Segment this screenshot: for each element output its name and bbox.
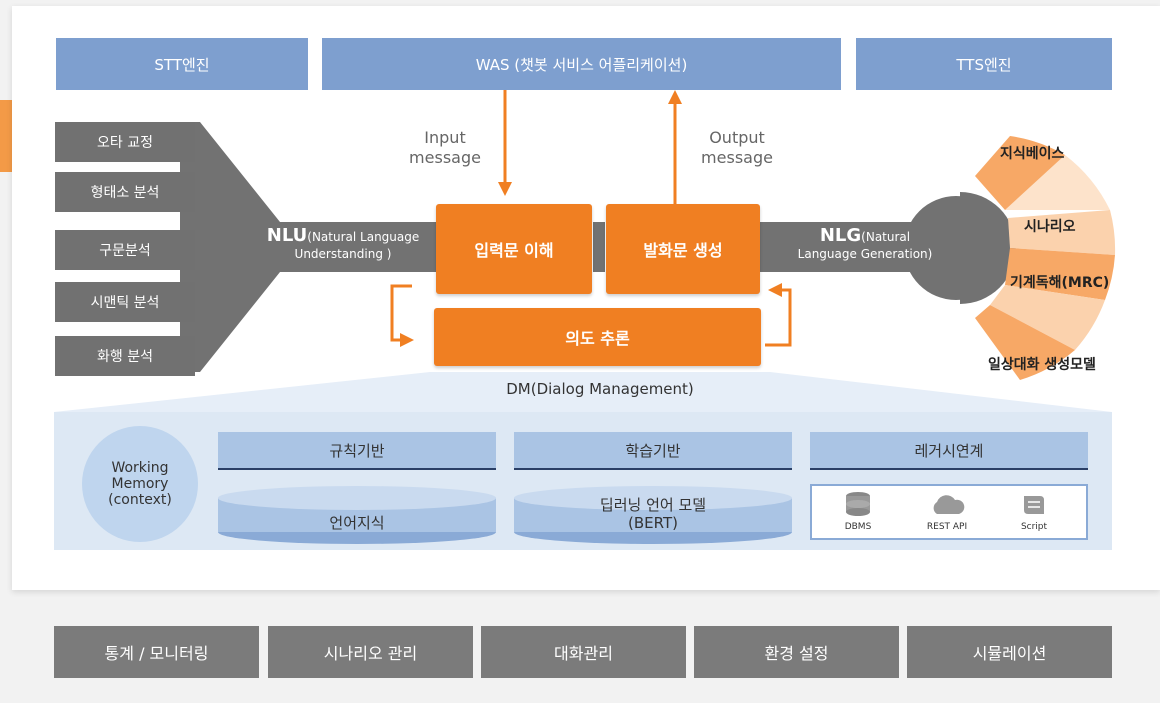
legacy-header: 레거시연계 xyxy=(810,432,1088,470)
tts-engine-box: TTS엔진 xyxy=(856,38,1112,90)
chitchat-model-label: 일상대화 생성모델 xyxy=(988,357,1096,373)
was-box: WAS (챗봇 서비스 어플리케이션) xyxy=(322,38,841,90)
input-understanding-box: 입력문 이해 xyxy=(436,204,592,294)
scenario-label: 시나리오 xyxy=(1024,219,1076,235)
script-icon xyxy=(1024,496,1044,514)
output-message-label: Output message xyxy=(701,128,773,167)
menu-environment-settings[interactable]: 환경 설정 xyxy=(694,626,899,678)
nlu-step-semantic: 시맨틱 분석 xyxy=(55,282,195,322)
utterance-generation-box: 발화문 생성 xyxy=(606,204,760,294)
rest-api-label: REST API xyxy=(926,522,968,532)
menu-simulation[interactable]: 시뮬레이션 xyxy=(907,626,1112,678)
nlu-step-speech-act: 화행 분석 xyxy=(55,336,195,376)
knowledge-base-label: 지식베이스 xyxy=(1000,146,1065,162)
stt-engine-box: STT엔진 xyxy=(56,38,308,90)
language-knowledge-label: 언어지식 xyxy=(329,514,385,532)
flow-diagram xyxy=(54,90,1116,412)
deep-learning-label-1: 딥러닝 언어 모델 xyxy=(599,496,707,514)
working-memory-circle: Working Memory (context) xyxy=(82,426,198,542)
menu-statistics-monitoring[interactable]: 통계 / 모니터링 xyxy=(54,626,259,678)
intent-inference-box: 의도 추론 xyxy=(434,308,761,366)
cylinders xyxy=(218,486,792,544)
input-message-label: Input message xyxy=(409,128,481,167)
nlu-step-morph: 형태소 분석 xyxy=(55,172,195,212)
deep-learning-label-2: (BERT) xyxy=(628,514,678,532)
learning-based-header: 학습기반 xyxy=(514,432,792,470)
dbms-icon xyxy=(846,492,870,516)
knowledge-fan xyxy=(975,136,1116,380)
menu-dialog-management[interactable]: 대화관리 xyxy=(481,626,686,678)
menu-scenario-management[interactable]: 시나리오 관리 xyxy=(268,626,473,678)
nlu-funnel xyxy=(180,122,440,372)
nlu-label: NLU(Natural Language Understanding ) xyxy=(266,225,420,262)
nlu-step-syntax: 구문분석 xyxy=(55,230,195,270)
cloud-icon xyxy=(933,495,965,514)
dm-light-fan xyxy=(54,372,1112,412)
dm-label: DM(Dialog Management) xyxy=(506,380,694,398)
nlg-label: NLG(Natural Language Generation) xyxy=(797,225,933,262)
dbms-label: DBMS xyxy=(844,522,872,532)
nlu-step-typo: 오타 교정 xyxy=(55,122,195,162)
mrc-label: 기계독해(MRC) xyxy=(1010,275,1110,291)
rule-based-header: 규칙기반 xyxy=(218,432,496,470)
script-label: Script xyxy=(1020,522,1048,532)
